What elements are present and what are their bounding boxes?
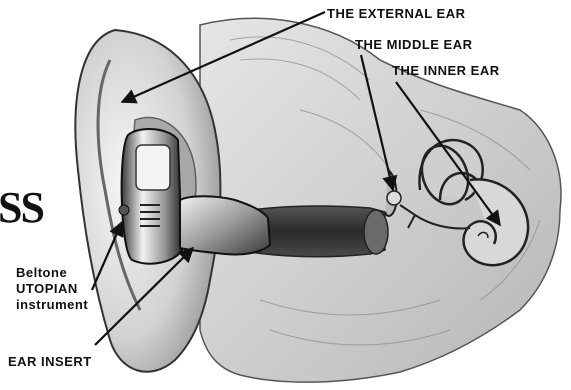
label-middle-ear: THE MIDDLE EAR <box>355 37 473 52</box>
canal-opening <box>364 210 388 254</box>
label-external-ear: THE EXTERNAL EAR <box>327 6 466 21</box>
cropped-heading-fragment: SS <box>0 186 43 230</box>
label-instrument: Beltone UTOPIAN instrument <box>16 265 88 313</box>
label-instrument-line2: UTOPIAN <box>16 281 88 297</box>
label-instrument-line1: Beltone <box>16 265 88 281</box>
hearing-aid-device <box>119 129 182 264</box>
label-inner-ear: THE INNER EAR <box>392 63 500 78</box>
label-ear-insert: EAR INSERT <box>8 354 92 370</box>
label-instrument-line3: instrument <box>16 297 88 313</box>
